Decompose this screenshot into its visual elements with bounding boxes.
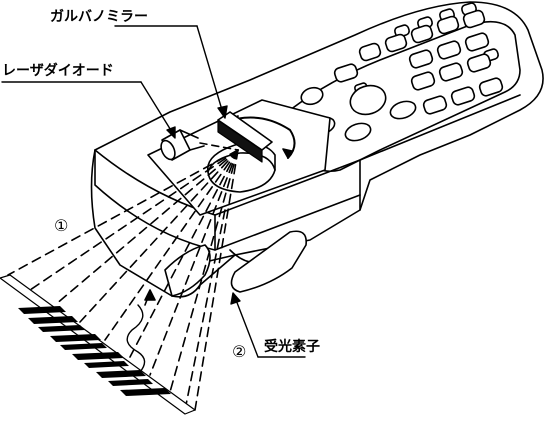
laser-diode <box>160 129 205 161</box>
barcode-bars <box>18 306 171 396</box>
label-laser-diode: レーザダイオード <box>2 63 114 79</box>
leader-lines <box>1 25 306 358</box>
reflection-arrow <box>126 289 156 373</box>
label-photo-receiver: 受光素子 <box>264 339 320 355</box>
marker-2: ② <box>232 342 247 361</box>
scan-beam-fan <box>7 149 239 411</box>
barcode <box>0 274 196 415</box>
marker-1: ① <box>54 216 69 235</box>
laser-path <box>199 142 239 151</box>
label-galvano-mirror: ガルバノミラー <box>50 9 148 25</box>
return-light-path <box>184 209 226 411</box>
